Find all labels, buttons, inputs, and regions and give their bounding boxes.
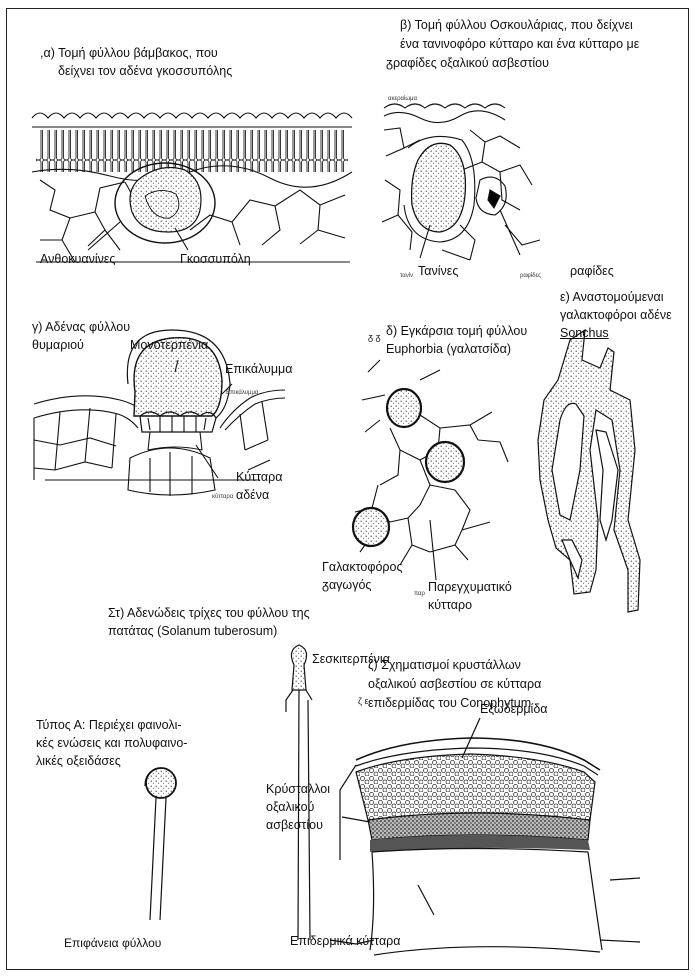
panel-st-label-type-a: Τύπος Α: Περιέχει φαινολι- κές ενώσεις κ…: [36, 716, 187, 770]
panel-c-title-line-1: γ) Αδένας φύλλου: [32, 318, 130, 336]
panel-z-label-crystals-line-3: ασβεστίου: [266, 816, 330, 834]
panel-a-title-line-1: ,α) Τομή φύλλου βάμβακος, που: [40, 44, 232, 62]
panel-a-title: ,α) Τομή φύλλου βάμβακος, που δείχνει το…: [40, 44, 232, 80]
panel-z-title-line-1: ζ) Σχηματισμοί κρυστάλλων: [368, 656, 541, 675]
panel-st-title: Στ) Αδενώδεις τρίχες του φύλλου της πατά…: [108, 604, 310, 640]
panel-b-label-raphides: ραφίδες: [570, 262, 614, 280]
panel-d-title-line-2: Euphorbia (γαλατσίδα): [386, 340, 527, 358]
panel-e-title-line-1: ε) Αναστομούμεναι: [560, 288, 672, 306]
panel-z-title-line-2: οξαλικού ασβεστίου σε κύτταρα: [368, 675, 541, 694]
panel-d-label-laticifer: Γαλακτοφόρος ᵹαγωγός: [322, 558, 403, 594]
panel-st-label-leaf-surface: Επιφάνεια φύλλου: [64, 934, 161, 952]
panel-d-label-parenchyma: Παρεγχυματικό κύτταρο: [428, 578, 512, 614]
panel-b-title: β) Τομή φύλλου Οσκουλάριας, που δείχνει …: [400, 16, 639, 73]
panel-b-title-line-1: β) Τομή φύλλου Οσκουλάριας, που δείχνει: [400, 16, 639, 35]
panel-b-drawing: [382, 104, 540, 260]
panel-z-label-epidermal-cells: Επιδερμικά κύτταρα: [290, 932, 401, 950]
panel-z-label-crystals-line-1: Κρύσταλλοι: [266, 780, 330, 798]
panel-d-small-label-parenchyma: παρ: [414, 585, 425, 603]
panel-c-small-label-gland: κύτταρα: [212, 488, 233, 506]
panel-c-label-gland-cells-line-2: αδένα: [236, 486, 282, 504]
panel-st-label-type-a-line-3: λικές οξειδάσες: [36, 752, 187, 770]
panel-st-title-line-2: πατάτας (Solanum tuberosum): [108, 622, 310, 640]
panel-a-drawing: [32, 113, 352, 262]
panel-z-label-crystals: Κρύσταλλοι οξαλικού ασβεστίου: [266, 780, 330, 834]
panel-c-title-line-2: θυμαριού: [32, 336, 130, 354]
panel-d-title-line-1: δ) Εγκάρσια τομή φύλλου: [386, 322, 527, 340]
panel-a-title-line-2: δείχνει τον αδένα γκοσσυπόλης: [58, 62, 232, 80]
panel-b-title-line-3: ᵹραφίδες οξαλικού ασβεστίου: [386, 54, 639, 73]
panel-b-label-tannins: Τανίνες: [418, 262, 458, 280]
panel-b-small-label-tannins: τανίν: [400, 267, 413, 285]
panel-st-title-line-1: Στ) Αδενώδεις τρίχες του φύλλου της: [108, 604, 310, 622]
panel-st-label-type-a-line-2: κές ενώσεις και πολυφαινο-: [36, 734, 187, 752]
panel-b-small-label-raphides: ραφίδες: [520, 267, 541, 285]
panel-b-small-label-top: ακεραίωμα: [388, 90, 417, 108]
panel-a-label-anthocyanins: Ανθοκυανίνες: [40, 250, 115, 268]
panel-d-drawing: [353, 360, 508, 580]
panel-b-title-line-2: ένα τανινοφόρο κύτταρο και ένα κύτταρο μ…: [400, 35, 639, 54]
panel-c-title: γ) Αδένας φύλλου θυμαριού: [32, 318, 130, 354]
panel-e-title-line-2: γαλακτοφόροι αδένε: [560, 306, 672, 324]
panel-d-label-parenchyma-line-1: Παρεγχυματικό: [428, 578, 512, 596]
panel-e-drawing: [538, 330, 640, 612]
panel-c-label-gland-cells-line-1: Κύτταρα: [236, 468, 282, 486]
panel-c-label-monoterpene: Μονοτερπένια: [130, 336, 208, 354]
panel-d-label-laticifer-line-1: Γαλακτοφόρος: [322, 558, 403, 576]
panel-c-label-gland-cells: Κύτταρα αδένα: [236, 468, 282, 504]
panel-e-title-line-3: Sonchus: [560, 324, 672, 342]
panel-z-title-prefix: ζ ε: [358, 692, 368, 710]
panel-c-small-label-cuticle: Επικάλυμμα: [226, 384, 258, 402]
panel-z-label-crystals-line-2: οξαλικού: [266, 798, 330, 816]
panel-e-title: ε) Αναστομούμεναι γαλακτοφόροι αδένε Son…: [560, 288, 672, 342]
panel-d-title-prefix: ᵹ ᵹ: [368, 328, 381, 346]
panel-z-label-exodermis: Εξωδερμίδα: [480, 700, 548, 718]
panel-d-label-parenchyma-line-2: κύτταρο: [428, 596, 512, 614]
panel-a-label-gossypol: Γκοσσυπόλη: [180, 250, 251, 268]
panel-c-label-cuticle: Επικάλυμμα: [225, 360, 292, 378]
panel-z-drawing: [330, 718, 640, 955]
panel-d-label-laticifer-line-2: ᵹαγωγός: [322, 576, 403, 594]
panel-d-title: δ) Εγκάρσια τομή φύλλου Euphorbia (γαλατ…: [386, 322, 527, 358]
panel-st-label-type-a-line-1: Τύπος Α: Περιέχει φαινολι-: [36, 716, 187, 734]
